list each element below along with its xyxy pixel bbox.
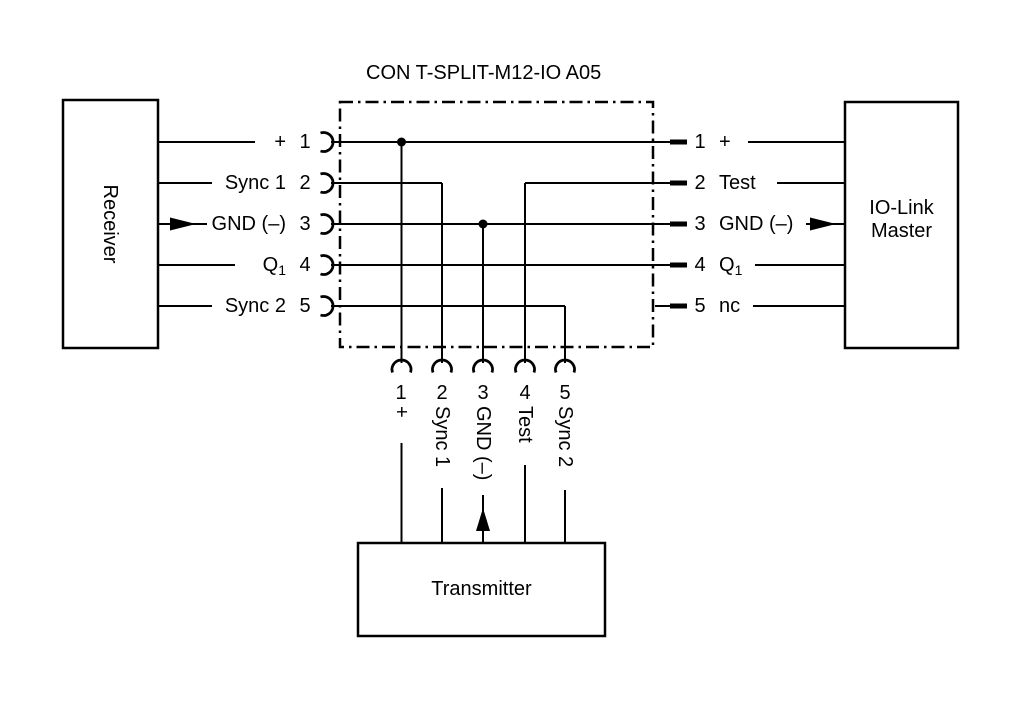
- junction-dot-gnd: [478, 219, 488, 229]
- gnd-arrow-up-icon: [476, 508, 490, 531]
- io-link-master-label-line1: IO-Link: [869, 197, 934, 219]
- left-pin-5-number: 5: [299, 295, 311, 317]
- bottom-pin-2-number: 2: [436, 382, 448, 404]
- right-pin-2-number: 2: [694, 172, 706, 194]
- right-pin-4-label: Q1: [719, 254, 743, 278]
- right-pin-5-label: nc: [719, 295, 741, 317]
- io-link-master-label-line2: Master: [870, 220, 933, 242]
- left-pin-1-number: 1: [299, 131, 311, 153]
- right-pin-bar-3: [670, 221, 687, 227]
- bottom-pin-2-label: Sync 1: [431, 406, 453, 468]
- right-pin-bar-4: [670, 262, 687, 268]
- left-pin-4-number: 4: [299, 254, 311, 276]
- left-pin-2-label: Sync 1: [224, 172, 286, 194]
- left-pin-2-number: 2: [299, 172, 311, 194]
- receiver-label: Receiver: [99, 184, 121, 264]
- right-pin-5-number: 5: [694, 295, 706, 317]
- bottom-pin-1-number: 1: [395, 382, 407, 404]
- right-pin-bar-5: [670, 303, 687, 309]
- bottom-pin-1-label: +: [390, 406, 412, 418]
- io-link-master-label: IO-Link Master: [845, 197, 958, 243]
- bottom-socket-arc-5: [554, 358, 576, 373]
- right-pin-bar-1: [670, 139, 687, 145]
- gnd-arrow-right-icon: [810, 217, 836, 231]
- right-pin-4-number: 4: [694, 254, 706, 276]
- right-pin-3-number: 3: [694, 213, 706, 235]
- left-pin-5-label: Sync 2: [224, 295, 286, 317]
- left-pin-3-number: 3: [299, 213, 311, 235]
- junction-dot-plus: [397, 137, 406, 147]
- bottom-pin-3-number: 3: [477, 382, 489, 404]
- bottom-socket-arc-1: [390, 358, 413, 373]
- bottom-pin-5-label: Sync 2: [554, 406, 576, 468]
- splitter-title: CON T-SPLIT-M12-IO A05: [366, 62, 602, 84]
- left-pin-3-label: GND (–): [211, 213, 286, 235]
- transmitter-label: Transmitter: [431, 578, 532, 600]
- bottom-pin-5-number: 5: [559, 382, 571, 404]
- right-pin-2-label: Test: [719, 172, 756, 194]
- left-pin-1-label: +: [274, 131, 286, 153]
- gnd-arrow-left-icon: [170, 217, 196, 231]
- right-pin-1-number: 1: [694, 131, 706, 153]
- transmitter-box: [356, 541, 607, 638]
- bottom-pin-4-label: Test: [514, 406, 536, 443]
- bottom-socket-arc-4: [514, 358, 536, 373]
- right-pin-3-label: GND (–): [719, 213, 794, 235]
- left-pin-4-label: Q1: [262, 254, 286, 278]
- bottom-socket-arc-3: [472, 358, 494, 373]
- right-pin-1-label: +: [719, 131, 731, 153]
- bottom-pin-3-label: GND (–): [472, 406, 494, 481]
- right-pin-bar-2: [670, 180, 687, 186]
- bottom-socket-arc-2: [431, 358, 453, 373]
- bottom-pin-4-number: 4: [519, 382, 531, 404]
